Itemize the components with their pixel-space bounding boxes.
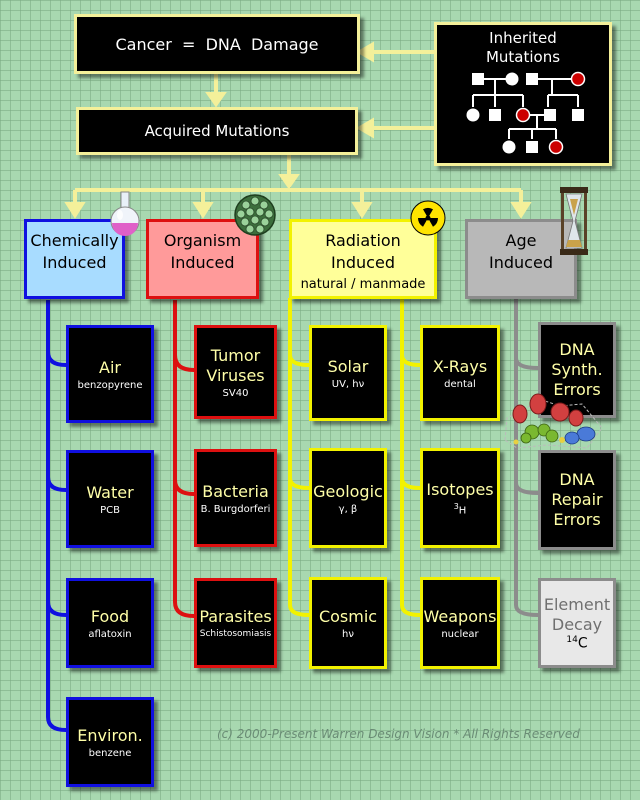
pedigree-chart-icon (466, 71, 586, 155)
decay-line1: Element (543, 594, 611, 614)
decay-sup: 14 (566, 634, 578, 645)
parasites-title: Parasites (199, 607, 272, 626)
food-title: Food (90, 606, 130, 626)
geologic-box: Geologic γ, β (309, 448, 387, 548)
water-box: Water PCB (66, 450, 154, 548)
water-sub: PCB (100, 504, 120, 516)
organism-line2: Induced (170, 253, 235, 272)
cancer-title: Cancer = DNA Damage (115, 34, 319, 54)
weapons-sub: nuclear (441, 628, 479, 640)
bacteria-box: Bacteria B. Burgdorferi (194, 449, 277, 547)
water-title: Water (86, 482, 134, 502)
isotopes-formula: 3H (454, 502, 467, 516)
parasites-sub: Schistosomiasis (199, 629, 272, 639)
cosmic-box: Cosmic hν (309, 577, 387, 669)
repair-line1: DNA (559, 470, 595, 489)
environ-title: Environ. (77, 725, 143, 745)
isotopes-title: Isotopes (426, 479, 494, 499)
inherited-mutations-box: Inherited Mutations (434, 22, 612, 166)
cancer-dna-damage-box: Cancer = DNA Damage (74, 14, 360, 74)
xrays-sub: dental (444, 378, 476, 390)
age-line1: Age (505, 231, 537, 250)
inherited-line1: Inherited (489, 29, 557, 47)
hourglass-icon (560, 187, 588, 255)
bacteria-title: Bacteria (202, 481, 269, 501)
repair-line2: Repair (551, 490, 603, 509)
decay-line2: Decay (551, 614, 603, 634)
synth-line3: Errors (553, 380, 601, 399)
cosmic-title: Cosmic (318, 606, 378, 626)
food-box: Food aflatoxin (66, 578, 154, 668)
tumor-line1: Tumor (210, 345, 261, 365)
radiation-induced-box: Radiation Induced natural / manmade (289, 219, 437, 299)
solar-box: Solar UV, hν (309, 325, 387, 421)
repair-line3: Errors (553, 510, 601, 529)
radiation-line1: Radiation (325, 231, 401, 250)
age-induced-box: Age Induced (465, 219, 577, 299)
environ-sub: benzene (88, 747, 132, 759)
chemically-induced-box: Chemically Induced (24, 219, 125, 299)
copyright-text: (c) 2000-Present Warren Design Vision * … (217, 727, 580, 741)
geologic-title: Geologic (313, 481, 383, 501)
tumor-line2: Viruses (206, 365, 265, 385)
radiation-icon (410, 200, 446, 236)
weapons-box: Weapons nuclear (420, 577, 500, 669)
protein-icon (504, 393, 603, 449)
geologic-sub: γ, β (338, 503, 358, 515)
dna-synth-errors-box: DNA Synth. Errors (538, 322, 616, 418)
inherited-line2: Mutations (485, 48, 561, 66)
synth-line1: DNA (559, 340, 595, 359)
acquired-mutations-box: Acquired Mutations (76, 107, 358, 155)
element-decay-box: Element Decay 14C (538, 578, 616, 668)
air-title: Air (99, 357, 121, 377)
tumor-sub: SV40 (222, 387, 249, 399)
acquired-title: Acquired Mutations (144, 122, 290, 140)
isotopes-box: Isotopes 3H (420, 448, 500, 548)
age-line2: Induced (489, 253, 553, 272)
chemical-line1: Chemically (30, 231, 119, 250)
virus-icon (234, 194, 276, 236)
isotopes-sup: 3 (453, 501, 459, 511)
organism-line1: Organism (163, 231, 242, 250)
solar-sub: UV, hν (331, 378, 365, 390)
xrays-title: X-Rays (432, 356, 488, 376)
chemical-line2: Induced (42, 253, 107, 272)
environ-box: Environ. benzene (66, 697, 154, 787)
weapons-title: Weapons (423, 606, 497, 626)
synth-line2: Synth. (551, 360, 603, 379)
flask-icon (110, 191, 140, 236)
air-sub: benzopyrene (77, 379, 143, 391)
tumor-viruses-box: Tumor Viruses SV40 (194, 325, 277, 419)
organism-induced-box: Organism Induced (146, 219, 259, 299)
dna-repair-errors-box: DNA Repair Errors (538, 450, 616, 550)
radiation-line3: natural / manmade (300, 277, 426, 292)
food-sub: aflatoxin (88, 628, 132, 640)
bacteria-sub: B. Burgdorferi (200, 503, 271, 515)
parasites-box: Parasites Schistosomiasis (194, 578, 277, 668)
decay-sub: C (577, 635, 588, 652)
decay-formula: 14C (566, 635, 587, 652)
isotopes-sub: H (458, 505, 467, 517)
radiation-line2: Induced (331, 253, 395, 272)
xrays-box: X-Rays dental (420, 325, 500, 421)
solar-title: Solar (327, 356, 369, 376)
air-box: Air benzopyrene (66, 325, 154, 423)
cosmic-sub: hν (342, 628, 354, 640)
